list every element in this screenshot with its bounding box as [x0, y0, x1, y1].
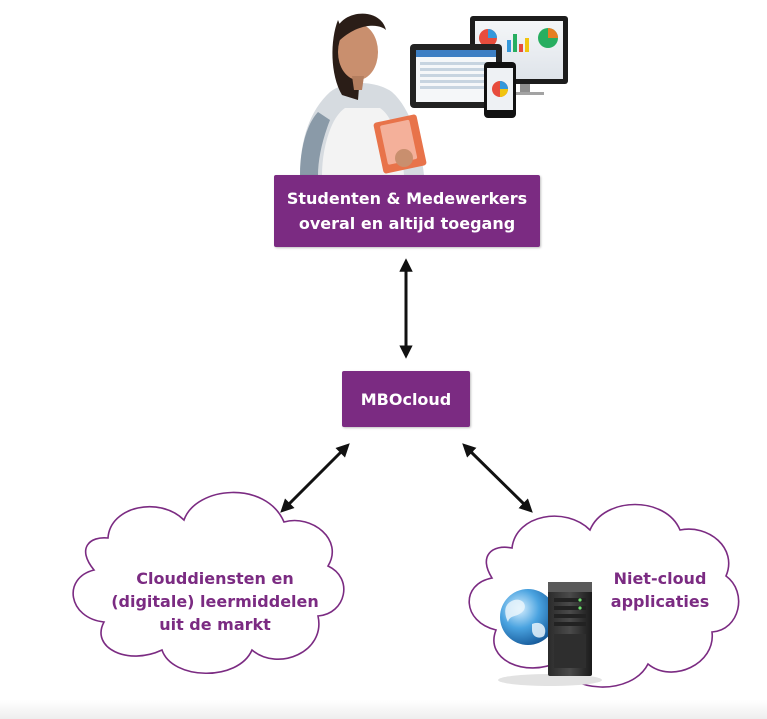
users-access-line1: Studenten & Medewerkers [286, 189, 528, 208]
cloud-left-line1: Clouddiensten en [136, 569, 294, 588]
cloud-right-line1: Niet-cloud [613, 569, 707, 588]
arrow-middle-left [280, 443, 350, 513]
footer-band [0, 700, 767, 719]
users-access-line2: overal en altijd toegang [298, 214, 516, 233]
devices-illustration [410, 16, 568, 118]
student-photo [300, 13, 427, 175]
cloud-right-label: Niet-cloud applicaties [585, 567, 735, 613]
cloud-left-shape [72, 491, 345, 675]
cloud-left-line3: uit de markt [159, 615, 271, 634]
mbocloud-box: MBOcloud [342, 371, 470, 427]
users-access-box: Studenten & Medewerkers overal en altijd… [274, 175, 540, 247]
cloud-left-label: Clouddiensten en (digitale) leermiddelen… [108, 567, 322, 636]
arrow-middle-right [462, 443, 533, 513]
cloud-right-line2: applicaties [610, 592, 710, 611]
mbocloud-label: MBOcloud [360, 389, 452, 409]
globe-server-icon [498, 582, 602, 686]
cloud-left-line2: (digitale) leermiddelen [111, 592, 319, 611]
